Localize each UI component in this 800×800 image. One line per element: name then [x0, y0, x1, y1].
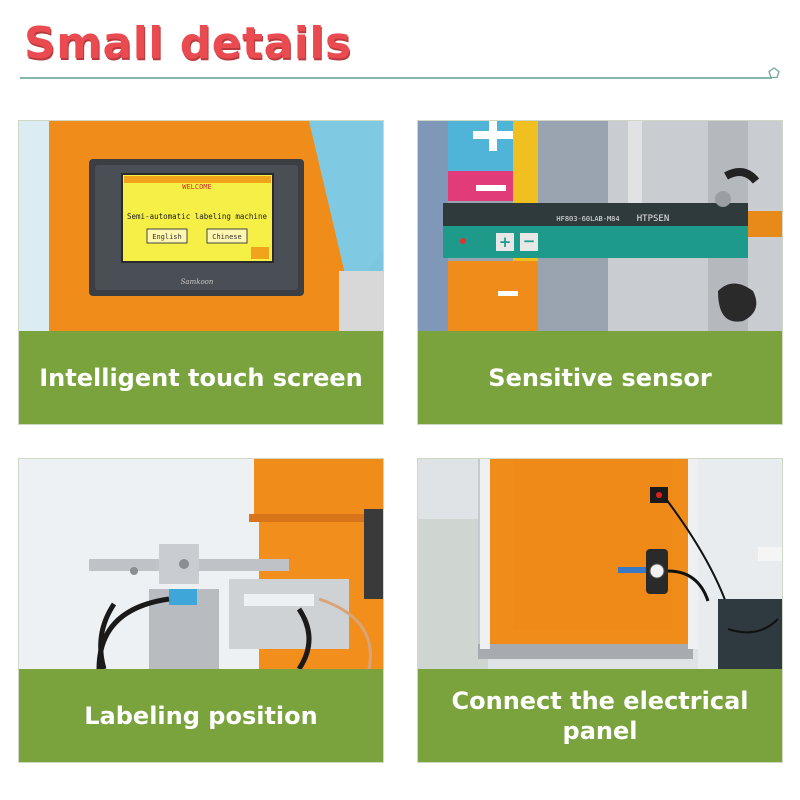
screen-brand-logo: Samkoon: [181, 278, 214, 286]
sensor-photo: HTPSEN HF803-60LAB-M84 + −: [418, 121, 782, 331]
electrical-panel-photo: [418, 459, 782, 669]
sensor-model-label: HF803-60LAB-M84: [556, 215, 619, 223]
page-title: Small details: [24, 18, 352, 69]
pentagon-icon: [768, 67, 780, 79]
screen-chinese-button[interactable]: Chinese: [212, 233, 242, 241]
detail-card-touch-screen: WELCOME Semi-automatic labeling machine …: [18, 120, 384, 425]
screen-subtitle-text: Semi-automatic labeling machine: [127, 212, 267, 221]
svg-text:+: +: [499, 233, 512, 251]
caption-labeling-position: Labeling position: [84, 701, 318, 730]
caption-electrical-panel: Connect the electrical panel: [451, 686, 749, 745]
detail-card-electrical-panel: Connect the electrical panel: [417, 458, 783, 763]
screen-english-button[interactable]: English: [152, 233, 182, 241]
caption-touch-screen: Intelligent touch screen: [39, 363, 363, 392]
screen-welcome-text: WELCOME: [182, 183, 212, 191]
detail-card-labeling-position: Labeling position: [18, 458, 384, 763]
title-underline: [20, 77, 772, 79]
labeling-position-photo: [19, 459, 383, 669]
svg-text:−: −: [523, 232, 536, 250]
touch-screen-photo: WELCOME Semi-automatic labeling machine …: [19, 121, 383, 331]
sensor-brand-label: HTPSEN: [637, 214, 670, 224]
detail-card-sensor: HTPSEN HF803-60LAB-M84 + − Sensitive sen…: [417, 120, 783, 425]
caption-sensor: Sensitive sensor: [488, 363, 712, 392]
